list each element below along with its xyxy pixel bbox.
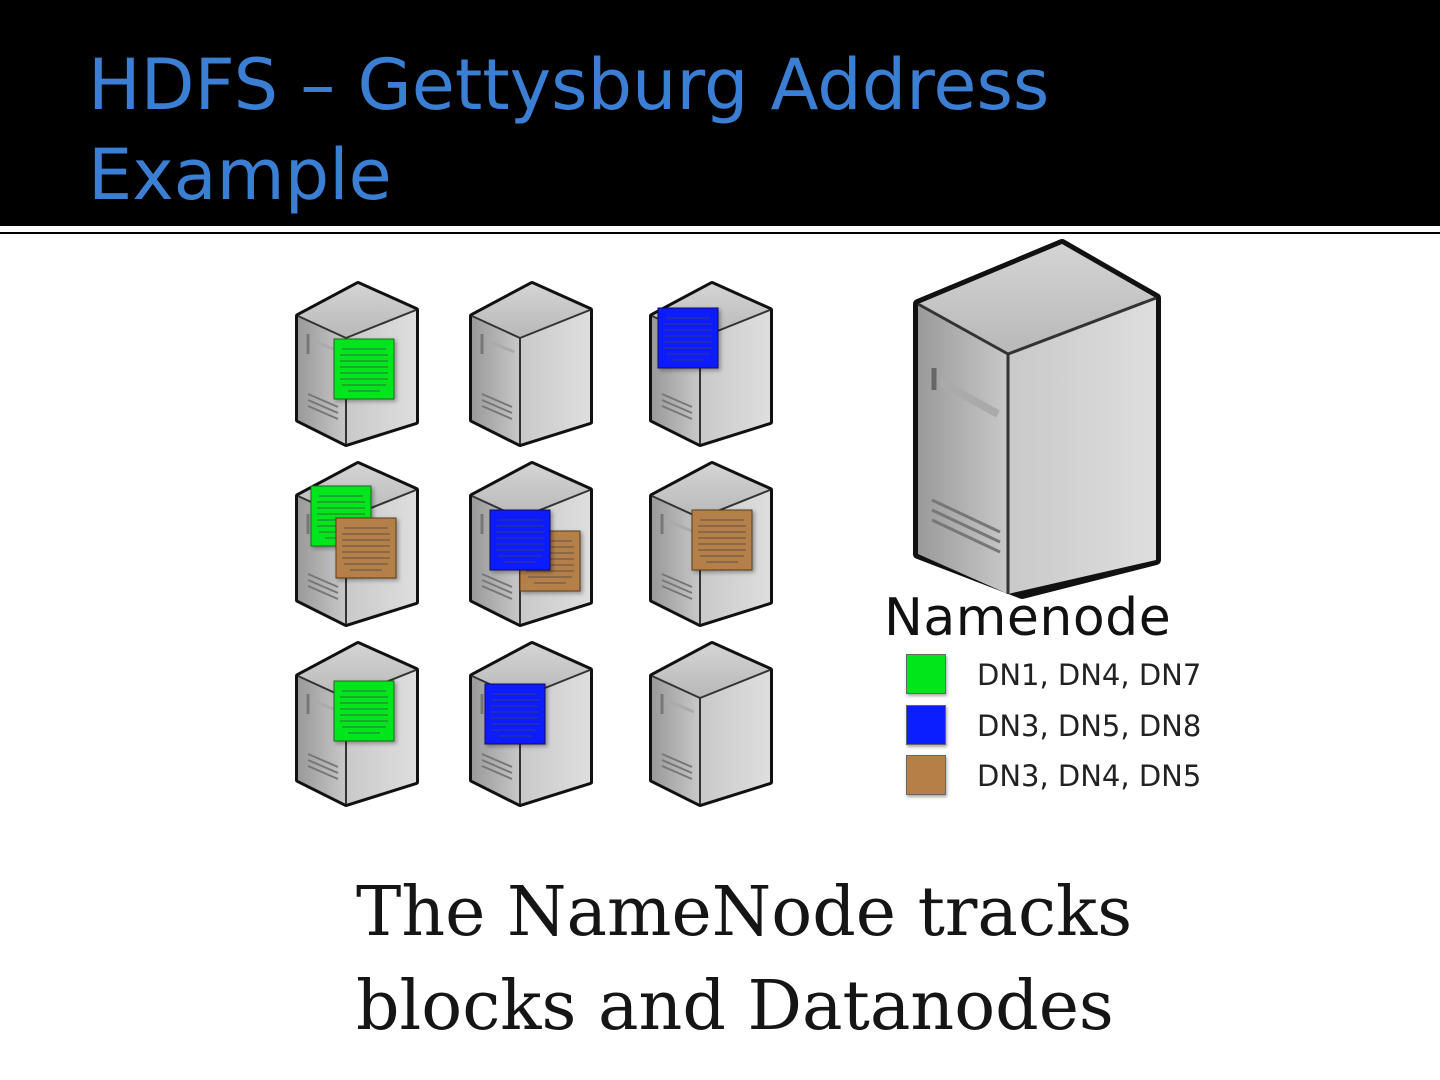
green-block-dn7 — [333, 680, 395, 742]
slide-title-line-2: Example — [88, 134, 392, 216]
datanode-dn2 — [472, 284, 590, 444]
caption-line-2: blocks and Datanodes — [356, 967, 1114, 1046]
blue-block-dn3 — [657, 307, 719, 369]
brown-block-dn6 — [691, 509, 753, 571]
legend-item-brown: DN3, DN4, DN5 — [906, 753, 1201, 797]
legend-swatch-blue — [906, 705, 946, 745]
datanode-dn9 — [652, 644, 770, 804]
legend-item-blue: DN3, DN5, DN8 — [906, 703, 1201, 747]
legend-label-green: DN1, DN4, DN7 — [977, 658, 1202, 692]
legend-item-green: DN1, DN4, DN7 — [906, 652, 1201, 696]
blue-block-dn8 — [484, 683, 546, 745]
blue-block-dn5 — [489, 509, 551, 571]
namenode-label: Namenode — [884, 588, 1172, 648]
green-block-dn1 — [333, 338, 395, 400]
title-divider — [0, 232, 1440, 234]
brown-block-dn4 — [335, 517, 397, 579]
legend-label-blue: DN3, DN5, DN8 — [977, 709, 1202, 743]
slide-title-line-1: HDFS – Gettysburg Address — [88, 44, 1050, 126]
namenode-server-icon — [913, 239, 1161, 599]
caption-line-1: The NameNode tracks — [356, 873, 1133, 952]
caption: The NameNode tracks blocks and Datanodes — [356, 866, 1256, 1054]
legend-swatch-green — [906, 654, 946, 694]
legend-swatch-brown — [906, 755, 946, 795]
legend-label-brown: DN3, DN4, DN5 — [977, 759, 1202, 793]
